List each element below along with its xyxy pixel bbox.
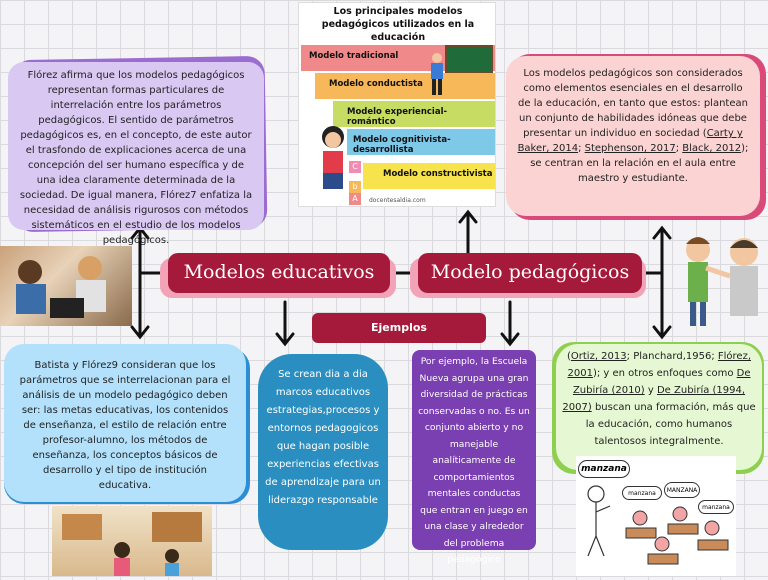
florez-card: Flórez afirma que los modelos pedagógico… [8,62,264,246]
ref-stephenson-link[interactable]: Stephenson, 2017 [584,143,676,154]
chalkboard-icon [445,45,493,73]
models-infographic: Los principales modelos pedagógicos util… [298,2,496,207]
students-tablets-photo [0,246,132,326]
step-label: Modelo cognitivista-desarrollista [353,135,451,155]
ref-ortiz-link[interactable]: Ortiz, 2013 [570,351,627,362]
escuela-card: Por ejemplo, la Escuela Nueva agrupa una… [412,350,536,565]
infographic-credit: docentesaldia.com [369,197,426,204]
speech-bubble: manzana [698,500,734,514]
ref-sep: ; [675,143,683,154]
escuela-text: Por ejemplo, la Escuela Nueva agrupa una… [418,356,530,565]
block-a: A [349,193,361,205]
step-cognitivista: Modelo cognitivista-desarrollista [347,129,495,155]
step-constructivista: Modelo constructivista [363,163,495,189]
ref-dezubiria-1994-link[interactable]: De Zubiría (1994, 2007) [562,385,746,413]
ortiz-text: ; Planchard,1956; [626,351,718,362]
ortiz-text: y [644,385,657,396]
step-label: Modelo constructivista [383,169,493,179]
ortiz-card: (Ortiz, 2013; Planchard,1956; Flórez, 20… [556,344,762,470]
ref-dezubiria-2010-link[interactable]: De Zubiría (2010) [572,368,751,396]
speech-bubble: manzana [622,486,662,500]
considered-card: Los modelos pedagógicos son considerados… [506,56,760,216]
considered-text-end: ); se centran en la relación en el aula … [530,143,749,184]
ortiz-text: buscan una formación, más que la educaci… [585,402,756,447]
ref-sep: ; [578,143,585,154]
child-figure-icon [322,126,344,189]
step-label: Modelo experiencial-romántico [347,107,448,127]
teacher-figure-icon [431,53,443,95]
created-text: Se crean dia a dia marcos educativos est… [265,369,381,506]
examples-label[interactable]: Ejemplos [312,313,486,343]
block-c: C [349,161,361,173]
ortiz-text: ( [566,351,571,362]
teacher-student-illustration [686,237,758,326]
step-experiencial: Modelo experiencial-romántico [333,101,495,127]
classroom-illustration [62,512,202,576]
step-conductista: Modelo conductista [315,73,495,99]
ref-black-link[interactable]: Black, 2012 [682,143,742,154]
ref-florez-link[interactable]: Flórez, 2001 [567,351,752,379]
step-label: Modelo tradicional [309,51,399,61]
node-modelo-pedagogicos[interactable]: Modelo pedagógicos [418,253,642,293]
node-modelos-educativos[interactable]: Modelos educativos [168,253,390,293]
batista-text: Batista y Flórez9 consideran que los par… [19,360,231,491]
speech-bubble: manzana [578,460,630,478]
considered-text: Los modelos pedagógicos son considerados… [518,68,748,139]
photo-illustration [16,256,106,318]
step-label: Modelo conductista [329,79,423,89]
speech-bubble: MANZANA [664,482,700,498]
created-card: Se crean dia a dia marcos educativos est… [258,354,388,550]
infographic-title: Los principales modelos pedagógicos util… [321,6,475,43]
students-drawing [587,485,729,565]
batista-card: Batista y Flórez9 consideran que los par… [4,344,246,502]
classroom-photo [52,506,212,576]
ref-carty-link[interactable]: Carty y Baker, 2014 [517,128,743,154]
manzana-illustration: manzana manzana MANZANA manzana [576,456,736,576]
block-b: b [349,181,361,193]
florez-text: Flórez afirma que los modelos pedagógico… [19,70,253,246]
ortiz-text: ); y en otros enfoques como [592,368,737,379]
